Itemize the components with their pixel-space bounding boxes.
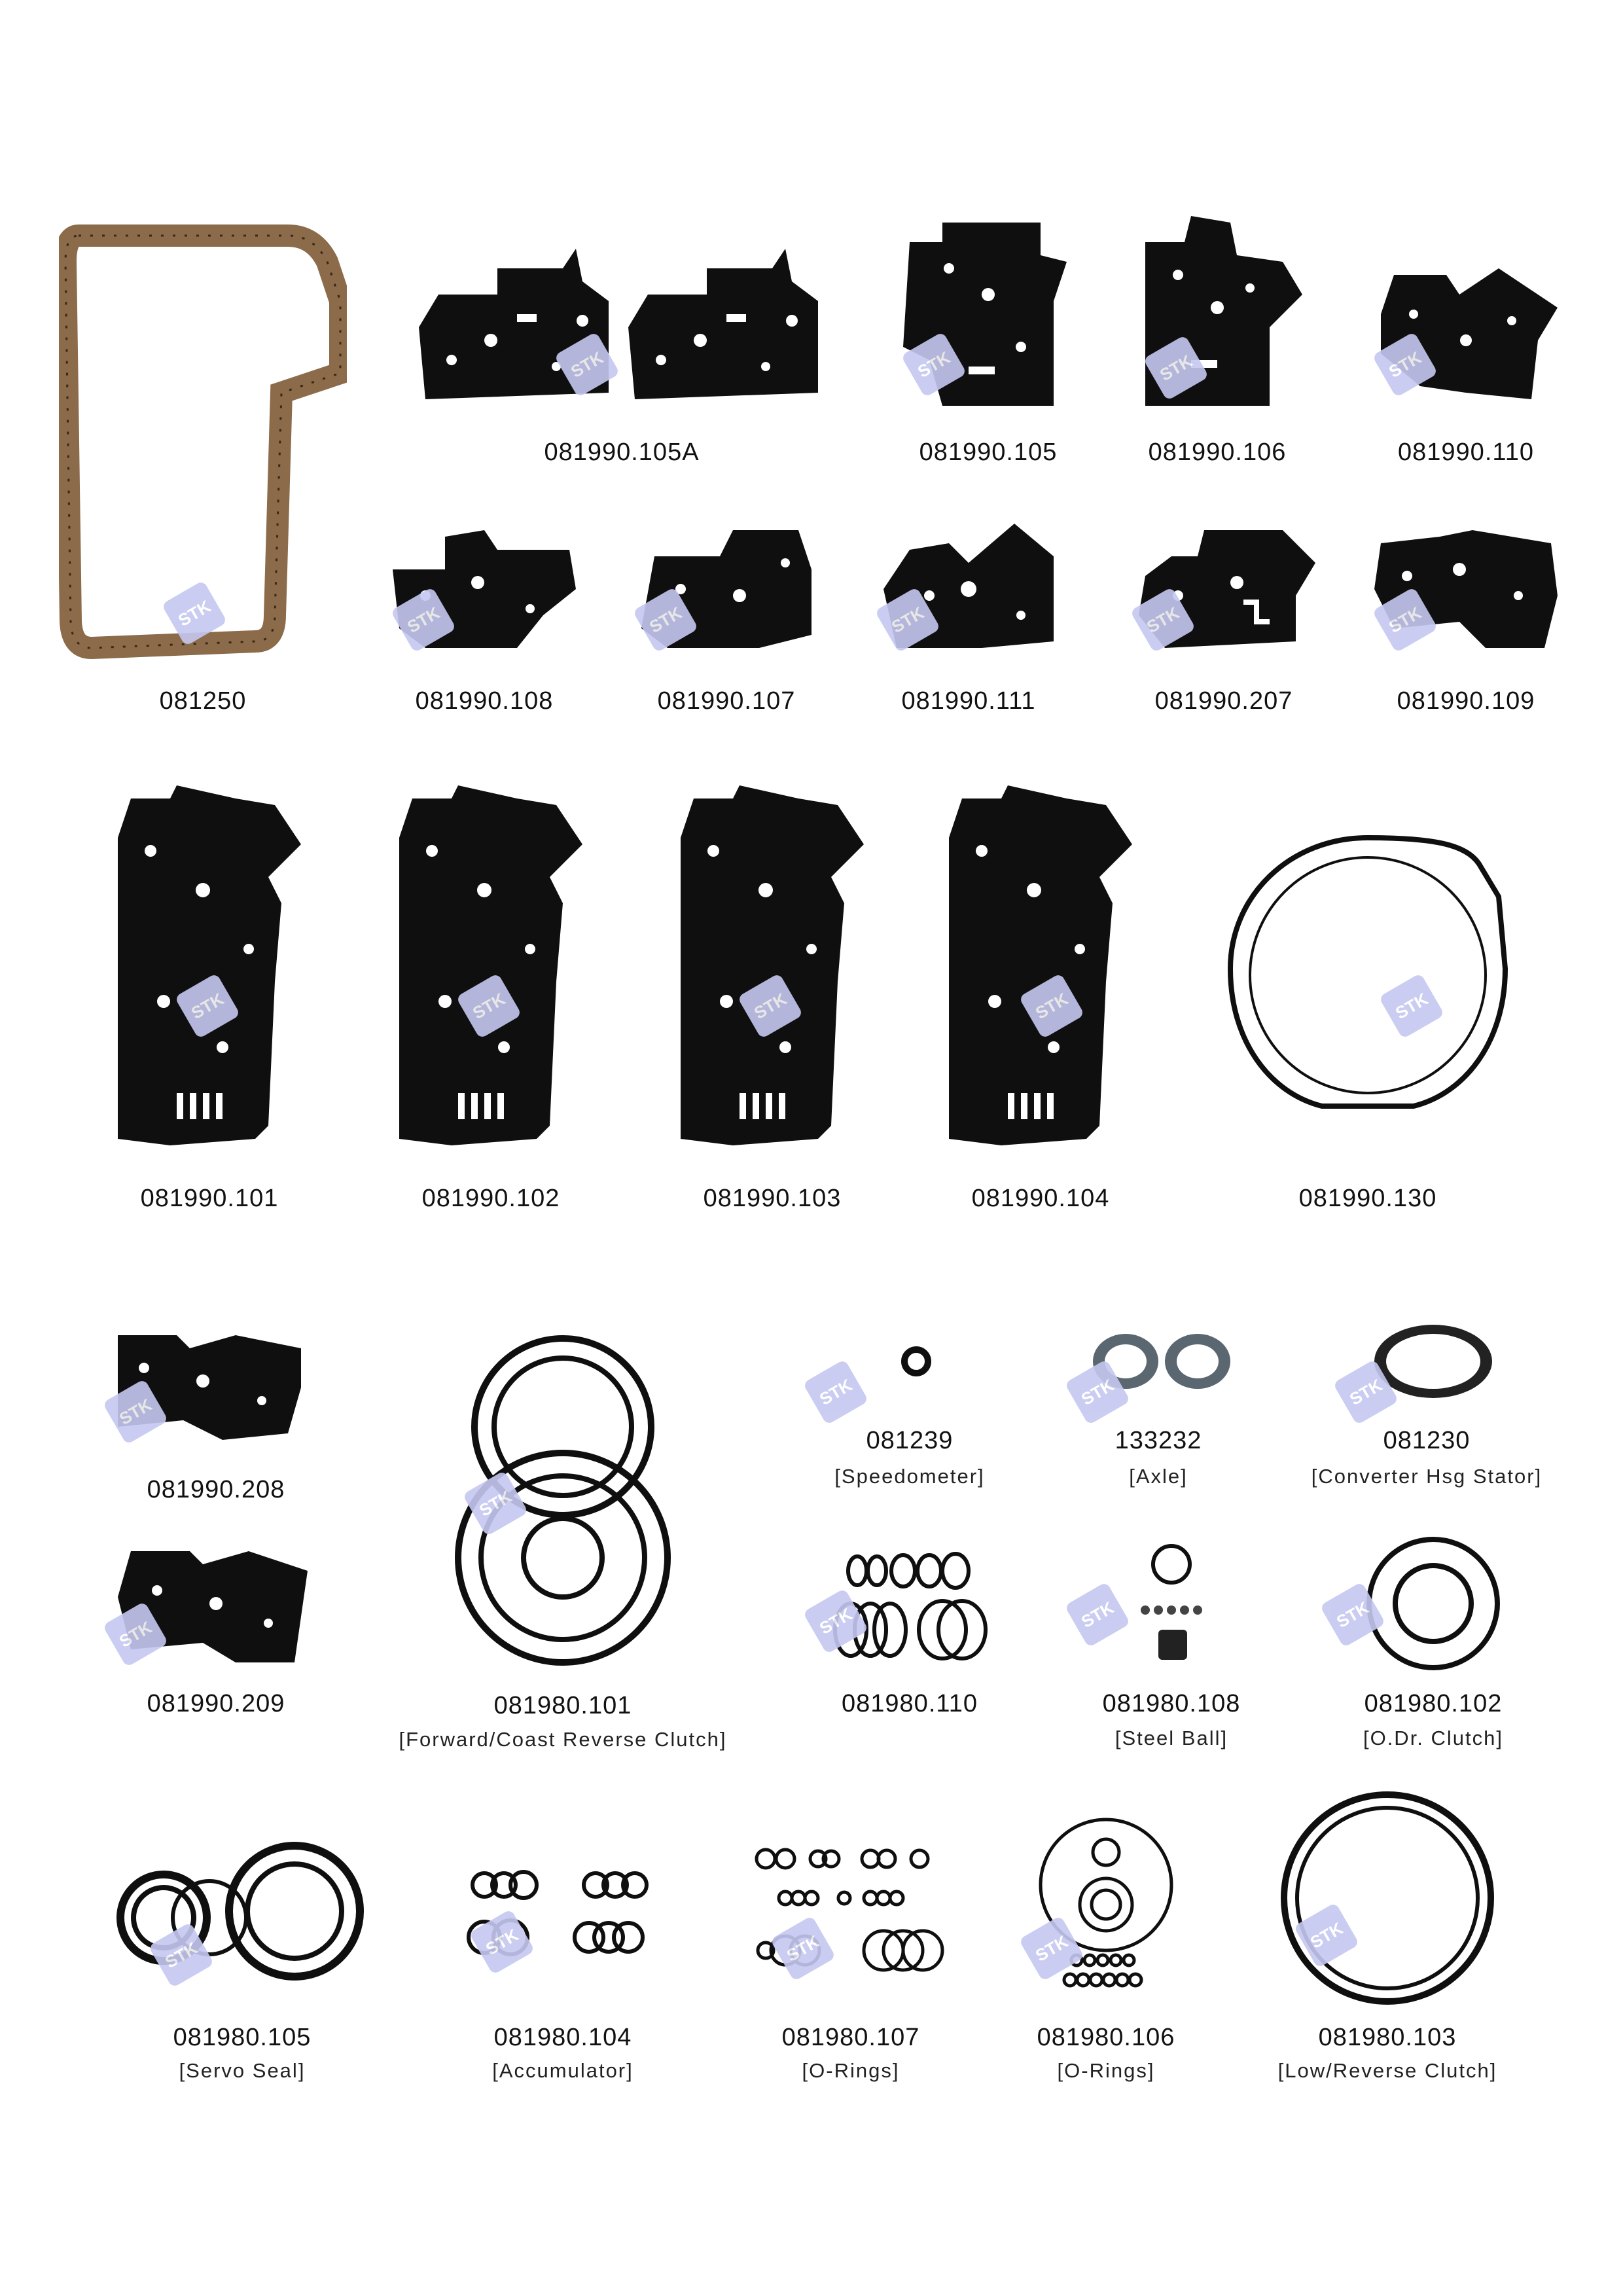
part-code: 081980.107 — [781, 2024, 920, 2051]
part-081990-130: STK 081990.130 — [1217, 818, 1518, 1230]
o-ring-kit-icon — [1039, 1818, 1173, 1988]
part-081990-207: STK 081990.207 — [1126, 517, 1322, 726]
part-description: [Forward/Coast Reverse Clutch] — [399, 1728, 727, 1751]
part-081990-209: STK 081990.209 — [102, 1538, 327, 1728]
part-code: 081990.105A — [544, 439, 700, 466]
part-code: 081990.105 — [919, 439, 1058, 466]
sealing-rings-icon — [833, 1552, 988, 1660]
part-code: 081980.106 — [1037, 2024, 1175, 2051]
part-081990-102: STK 081990.102 — [386, 785, 596, 1230]
part-code: 081250 — [159, 687, 247, 715]
part-code: 081990.130 — [1298, 1185, 1437, 1212]
separator-plate-gasket-icon — [949, 785, 1132, 1145]
part-081980-105: STK 081980.105 [Servo Seal] — [111, 1833, 373, 2094]
part-description: [O-Rings] — [1057, 2059, 1155, 2082]
low-reverse-clutch-seals-icon — [1281, 1791, 1494, 2005]
valve-body-gasket-pair-icon — [419, 249, 818, 399]
part-description: [Low/Reverse Clutch] — [1277, 2059, 1497, 2082]
part-code: 081980.101 — [493, 1692, 632, 1719]
bell-housing-gasket-icon — [1227, 834, 1508, 1109]
part-code: 081239 — [866, 1427, 954, 1454]
part-code: 081980.105 — [173, 2024, 312, 2051]
part-081990-107: STK 081990.107 — [628, 517, 825, 726]
part-081980-106: STK 081980.106 [O-Rings] — [1008, 1813, 1204, 2094]
part-code: 081990.209 — [147, 1690, 285, 1717]
part-code: 081980.102 — [1364, 1690, 1503, 1717]
part-code: 081990.108 — [415, 687, 554, 715]
part-133232: STK 133232 [Axle] — [1060, 1322, 1257, 1499]
part-description: [Servo Seal] — [179, 2059, 306, 2082]
part-code: 133232 — [1115, 1427, 1202, 1454]
part-081990-103: STK 081990.103 — [668, 785, 877, 1230]
part-081980-110: STK 081980.110 — [798, 1545, 1021, 1728]
part-081239: STK 081239 [Speedometer] — [802, 1322, 1014, 1499]
part-description: [O.Dr. Clutch] — [1363, 1727, 1504, 1749]
part-081980-102: STK 081980.102 [O.Dr. Clutch] — [1319, 1532, 1544, 1761]
cork-pan-gasket-icon — [59, 224, 347, 660]
part-code: 081980.103 — [1318, 2024, 1457, 2051]
part-081980-104: STK 081980.104 [Accumulator] — [452, 1833, 674, 2094]
part-code: 081990.208 — [147, 1476, 285, 1503]
separator-plate-gasket-icon — [681, 785, 864, 1145]
part-081990-106: STK 081990.106 — [1119, 216, 1315, 478]
stator-seal-icon — [1374, 1325, 1492, 1398]
part-081990-109: STK 081990.109 — [1368, 517, 1564, 726]
valve-body-gasket-icon — [1145, 216, 1302, 406]
part-code: 081990.102 — [421, 1185, 560, 1212]
part-081250: STK 081250 — [59, 223, 347, 720]
part-code: 081990.101 — [140, 1185, 279, 1212]
part-081990-108: STK 081990.108 — [386, 517, 582, 726]
part-code: 081990.103 — [703, 1185, 842, 1212]
steel-ball-kit-icon — [1141, 1544, 1202, 1660]
servo-seal-rings-icon — [116, 1842, 364, 1981]
part-description: [O-Rings] — [802, 2059, 900, 2082]
part-081230: STK 081230 [Converter Hsg Stator] — [1302, 1309, 1551, 1499]
separator-plate-gasket-icon — [399, 785, 582, 1145]
clutch-seal-rings-icon — [455, 1335, 671, 1666]
axle-seal-pair-icon — [1093, 1334, 1230, 1389]
part-code: 081990.207 — [1154, 687, 1293, 715]
part-081990-101: STK 081990.101 — [105, 785, 314, 1230]
part-code: 081990.109 — [1397, 687, 1535, 715]
part-description: [Accumulator] — [492, 2059, 633, 2082]
part-code: 081980.104 — [493, 2024, 632, 2051]
part-code: 081990.106 — [1148, 439, 1287, 466]
part-code: 081990.110 — [1398, 439, 1534, 466]
part-081990-105: STK 081990.105 — [890, 216, 1086, 478]
o-ring-kit-icon — [755, 1848, 944, 1972]
part-081990-208: STK 081990.208 — [102, 1322, 327, 1512]
valve-body-gasket-icon — [118, 1551, 308, 1662]
part-081990-111: STK 081990.111 — [870, 517, 1067, 726]
part-code: 081230 — [1383, 1427, 1471, 1454]
part-081980-108: STK 081980.108 [Steel Ball] — [1064, 1538, 1276, 1761]
part-description: [Speedometer] — [834, 1465, 985, 1488]
part-code: 081980.110 — [842, 1690, 978, 1717]
part-code: 081990.104 — [971, 1185, 1110, 1212]
part-description: [Converter Hsg Stator] — [1311, 1465, 1543, 1488]
separator-plate-gasket-icon — [118, 785, 301, 1145]
part-081990-104: STK 081990.104 — [936, 785, 1145, 1230]
part-081980-107: STK 081980.107 [O-Rings] — [740, 1833, 962, 2094]
part-081990-110: STK 081990.110 — [1368, 262, 1564, 478]
part-description: [Axle] — [1129, 1465, 1188, 1488]
part-081980-101: STK 081980.101 [Forward/Coast Reverse Cl… — [393, 1316, 733, 1761]
accumulator-o-rings-icon — [467, 1870, 649, 1956]
part-code: 081980.108 — [1102, 1690, 1241, 1717]
part-081980-103: STK 081980.103 [Low/Reverse Clutch] — [1250, 1787, 1525, 2094]
speedometer-seal-icon — [901, 1346, 931, 1376]
part-code: 081990.111 — [901, 687, 1036, 715]
part-description: [Steel Ball] — [1115, 1727, 1228, 1749]
part-081990-105A: STK 081990.105A — [412, 242, 831, 478]
part-code: 081990.107 — [657, 687, 796, 715]
